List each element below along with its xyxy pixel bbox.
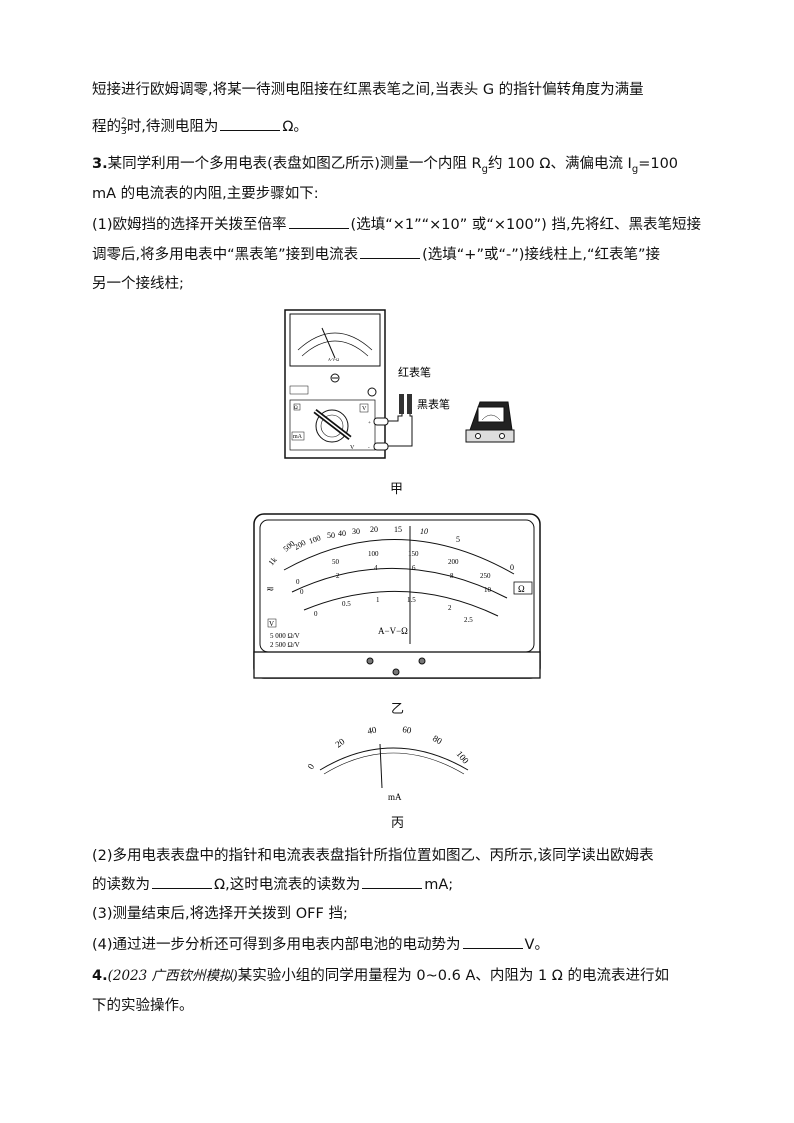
ammeter-tick: 20 xyxy=(333,736,347,750)
ohm-tick: 40 xyxy=(338,529,346,538)
dc-250-tick: 100 xyxy=(368,550,379,558)
figure-yi-dial: 1k 500 200 100 50 40 30 20 15 10 5 0 Ω 0… xyxy=(253,513,541,679)
ma-label: mA xyxy=(293,434,303,440)
v-label: V xyxy=(362,406,367,412)
ammeter-tick: 0 xyxy=(306,761,317,771)
text: 程的 xyxy=(92,119,121,135)
ohm-tick: 50 xyxy=(327,531,335,540)
answer-blank[interactable] xyxy=(220,116,281,131)
dc-10-tick: 6 xyxy=(412,564,416,572)
ohm-tick: 5 xyxy=(456,535,460,544)
question-3-line: 3.某同学利用一个多用电表(表盘如图乙所示)测量一个内阻 Rg约 100 Ω、满… xyxy=(92,156,679,175)
ohm-tick: 0 xyxy=(510,563,514,572)
omega-label: Ω xyxy=(294,406,298,411)
figure-caption-yi: 乙 xyxy=(391,702,405,717)
v-symbol: V xyxy=(269,620,274,628)
ohm-tick: 100 xyxy=(308,533,322,546)
ac-tick: 2 xyxy=(448,604,452,612)
dc-10-tick: 4 xyxy=(374,564,378,572)
answer-blank[interactable] xyxy=(462,934,523,949)
ac-tick: 2.5 xyxy=(464,616,473,624)
dc-10-tick: 0 xyxy=(300,588,304,596)
dc-10-tick: 8 xyxy=(450,572,454,580)
v-label-2: V xyxy=(350,445,355,451)
text: Ω。 xyxy=(282,119,308,135)
paragraph-line: 调零后,将多用电表中“黑表笔”接到电流表(选填“+”或“-”)接线柱上,“红表笔… xyxy=(92,244,660,265)
ohm-tick: 30 xyxy=(352,527,360,536)
figure-caption-bing: 丙 xyxy=(391,816,405,831)
ohm-tick: 20 xyxy=(370,525,378,534)
dc-10-tick: 2 xyxy=(336,572,340,580)
ac-tick: 0 xyxy=(314,610,318,618)
paragraph-line: 另一个接线柱; xyxy=(92,276,184,292)
ac-tick: 1 xyxy=(376,596,380,604)
figure-jia-multimeter: A-V-Ω Ω V mA V + - 红表笔 黑表笔 xyxy=(284,309,515,459)
dc-250-tick: 250 xyxy=(480,572,491,580)
step-2-line: (2)多用电表表盘中的指针和电流表表盘指针所指位置如图乙、丙所示,该同学读出欧姆… xyxy=(92,848,654,864)
ac-tick: 1.5 xyxy=(407,596,416,604)
step-1-line: (1)欧姆挡的选择开关拨至倍率(选填“×1”“×10” 或“×100”) 挡,先… xyxy=(92,214,701,235)
spec-5000: 5 000 Ω/V xyxy=(270,632,300,640)
answer-blank[interactable] xyxy=(360,244,421,259)
svg-text:A-V-Ω: A-V-Ω xyxy=(328,357,339,362)
dc-250-tick: 150 xyxy=(408,550,419,558)
dc-250-tick: 0 xyxy=(296,578,300,586)
dc-10-tick: 10 xyxy=(484,586,492,594)
figure-bing-ammeter: 0 20 40 60 80 100 mA xyxy=(306,724,471,802)
paragraph-line: mA 的电流表的内阻,主要步骤如下: xyxy=(92,186,319,202)
paragraph-line: 下的实验操作。 xyxy=(92,998,194,1014)
ohm-tick: 15 xyxy=(394,525,402,534)
ammeter-tick: 40 xyxy=(367,724,378,735)
ammeter-tick: 60 xyxy=(402,724,413,735)
dc-250-tick: 200 xyxy=(448,558,459,566)
answer-blank[interactable] xyxy=(362,874,423,889)
av-ohm-label: A−V−Ω xyxy=(378,626,408,636)
ac-symbol: ≂ xyxy=(266,584,274,595)
answer-blank[interactable] xyxy=(152,874,212,889)
ohm-tick: 1k xyxy=(267,555,279,567)
red-probe-label: 红表笔 xyxy=(398,365,431,379)
dc-250-tick: 50 xyxy=(332,558,340,566)
spec-2500: 2 500 Ω/V xyxy=(270,641,300,649)
question-number: 4. xyxy=(92,968,108,984)
svg-text:-: - xyxy=(368,446,370,451)
text: 短接进行欧姆调零,将某一待测电阻接在红黑表笔之间,当表头 G 的指针偏转角度为满… xyxy=(92,82,644,98)
ammeter-tick: 80 xyxy=(431,733,444,746)
ohm-unit: Ω xyxy=(518,584,525,594)
question-number: 3. xyxy=(92,156,108,172)
ohm-tick: 10 xyxy=(420,527,428,536)
figure-caption-jia: 甲 xyxy=(390,482,404,497)
black-probe-label: 黑表笔 xyxy=(417,397,450,411)
paragraph-line: 短接进行欧姆调零,将某一待测电阻接在红黑表笔之间,当表头 G 的指针偏转角度为满… xyxy=(92,80,644,100)
ammeter-tick: 100 xyxy=(454,749,471,766)
question-4-line: 4.(2023 广西钦州模拟)某实验小组的同学用量程为 0~0.6 A、内阻为 … xyxy=(92,968,669,984)
answer-blank[interactable] xyxy=(288,214,349,229)
svg-text:+: + xyxy=(368,421,371,426)
step-3-line: (3)测量结束后,将选择开关拨到 OFF 挡; xyxy=(92,906,348,922)
ma-unit: mA xyxy=(388,792,402,802)
ac-tick: 0.5 xyxy=(342,600,351,608)
source-note: (2023 广西钦州模拟) xyxy=(107,968,238,984)
text: 时,待测电阻为 xyxy=(126,119,219,135)
